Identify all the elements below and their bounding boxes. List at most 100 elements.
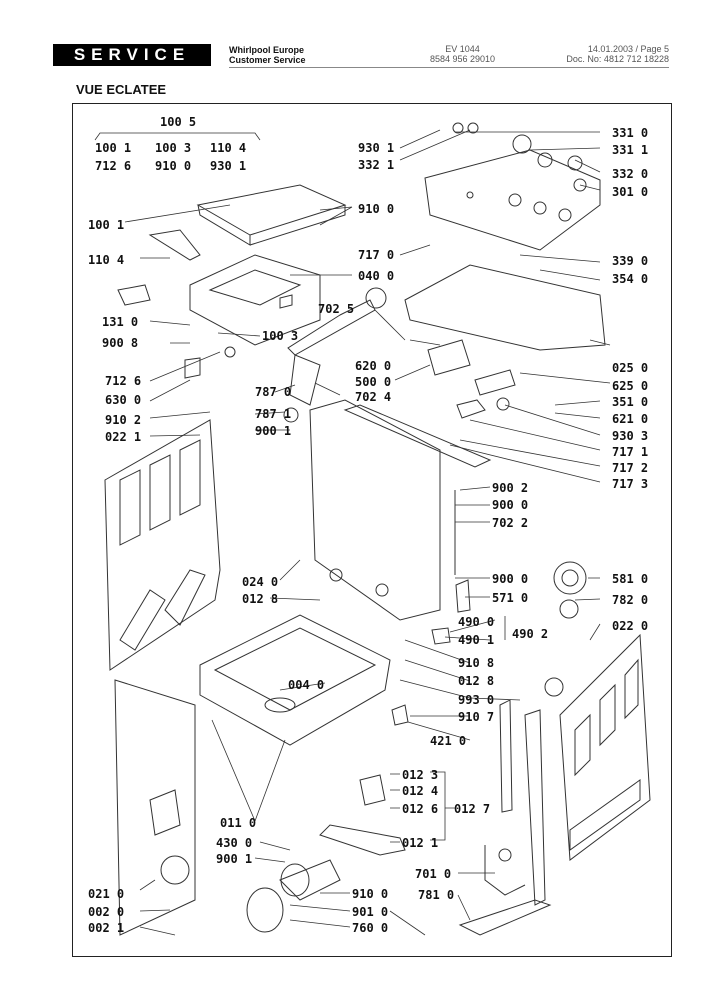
front-panel — [114, 679, 196, 936]
part-label: 421 0 — [430, 734, 466, 748]
part-label: 490 2 — [512, 627, 548, 641]
part-label: 910 0 — [155, 159, 191, 173]
pump-filter — [246, 887, 284, 933]
part-label: 712 6 — [95, 159, 131, 173]
part-label: 332 1 — [358, 158, 394, 172]
side-panel-left — [104, 419, 221, 671]
part-label: 012 6 — [402, 802, 438, 816]
part-label: 900 0 — [492, 498, 528, 512]
part-label: 930 1 — [210, 159, 246, 173]
side-panel-right — [559, 633, 651, 861]
knob-shape — [512, 134, 532, 154]
part-label: 581 0 — [612, 572, 648, 586]
drain-hose — [458, 899, 552, 936]
part-label: 012 8 — [242, 592, 278, 606]
company-block: Whirlpool Europe Customer Service — [229, 45, 306, 65]
part-label: 900 8 — [102, 336, 138, 350]
part-label: 900 2 — [492, 481, 528, 495]
part-label: 011 0 — [220, 816, 256, 830]
hose-702-5 — [287, 299, 376, 356]
part-label: 331 0 — [612, 126, 648, 140]
part-label: 625 0 — [612, 379, 648, 393]
part-label: 022 0 — [612, 619, 648, 633]
part-label: 712 6 — [105, 374, 141, 388]
part-label: 620 0 — [355, 359, 391, 373]
part-label: 351 0 — [612, 395, 648, 409]
part-label: 331 1 — [612, 143, 648, 157]
part-label: 760 0 — [352, 921, 388, 935]
part-label: 910 7 — [458, 710, 494, 724]
part-label: 110 4 — [88, 253, 124, 267]
rear-frame — [309, 399, 441, 621]
part-label: 782 0 — [612, 593, 648, 607]
part-label: 012 4 — [402, 784, 438, 798]
part-label: 100 5 — [160, 115, 196, 129]
part-label: 787 1 — [255, 407, 291, 421]
part-label: 701 0 — [415, 867, 451, 881]
date-page: 14.01.2003 / Page 5 — [587, 44, 669, 54]
part-label: 900 1 — [255, 424, 291, 438]
part-label: 110 4 — [210, 141, 246, 155]
part-label: 002 0 — [88, 905, 124, 919]
company-department: Customer Service — [229, 55, 306, 65]
part-label: 910 2 — [105, 413, 141, 427]
part-label: 900 0 — [492, 572, 528, 586]
model-name: EV 1044 — [445, 44, 480, 54]
page-header: SERVICE Whirlpool Europe Customer Servic… — [0, 0, 707, 80]
part-label: 571 0 — [492, 591, 528, 605]
part-label: 332 0 — [612, 167, 648, 181]
service-badge: SERVICE — [53, 44, 211, 66]
part-label: 100 3 — [262, 329, 298, 343]
part-label: 040 0 — [358, 269, 394, 283]
part-label: 002 1 — [88, 921, 124, 935]
page-title: VUE ECLATEE — [76, 82, 167, 97]
part-label: 100 3 — [155, 141, 191, 155]
part-label: 702 5 — [318, 302, 354, 316]
top-frame-shape — [189, 254, 321, 346]
part-label: 910 0 — [358, 202, 394, 216]
part-label: 025 0 — [612, 361, 648, 375]
part-label: 100 1 — [88, 218, 124, 232]
doc-block: 14.01.2003 / Page 5 Doc. No: 4812 712 18… — [566, 44, 669, 64]
part-label: 004 0 — [288, 678, 324, 692]
part-label: 012 1 — [402, 836, 438, 850]
part-label: 910 0 — [352, 887, 388, 901]
part-label: 900 1 — [216, 852, 252, 866]
part-label: 354 0 — [612, 272, 648, 286]
part-label: 490 0 — [458, 615, 494, 629]
part-number: 8584 956 29010 — [430, 54, 496, 64]
lid-shape — [196, 184, 347, 246]
part-label: 910 8 — [458, 656, 494, 670]
part-label: 930 3 — [612, 429, 648, 443]
part-label: 131 0 — [102, 315, 138, 329]
part-label: 012 7 — [454, 802, 490, 816]
fill-hose — [484, 845, 526, 896]
part-label: 717 3 — [612, 477, 648, 491]
part-label: 621 0 — [612, 412, 648, 426]
model-block: EV 1044 8584 956 29010 — [430, 44, 495, 64]
part-label: 022 1 — [105, 430, 141, 444]
part-label: 787 0 — [255, 385, 291, 399]
part-label: 993 0 — [458, 693, 494, 707]
part-label: 430 0 — [216, 836, 252, 850]
part-label: 901 0 — [352, 905, 388, 919]
part-label: 717 0 — [358, 248, 394, 262]
part-label: 100 1 — [95, 141, 131, 155]
part-label: 024 0 — [242, 575, 278, 589]
dispenser-shape — [404, 264, 606, 351]
part-label: 021 0 — [88, 887, 124, 901]
doc-number: Doc. No: 4812 712 18228 — [566, 54, 669, 64]
part-label: 490 1 — [458, 633, 494, 647]
part-label: 702 4 — [355, 390, 391, 404]
diagram-frame — [72, 103, 672, 957]
part-label: 339 0 — [612, 254, 648, 268]
control-panel-shape — [424, 149, 601, 251]
header-divider — [229, 67, 669, 68]
base-frame — [199, 614, 391, 746]
part-label: 717 2 — [612, 461, 648, 475]
part-label: 781 0 — [418, 888, 454, 902]
part-label: 301 0 — [612, 185, 648, 199]
part-label: 012 3 — [402, 768, 438, 782]
